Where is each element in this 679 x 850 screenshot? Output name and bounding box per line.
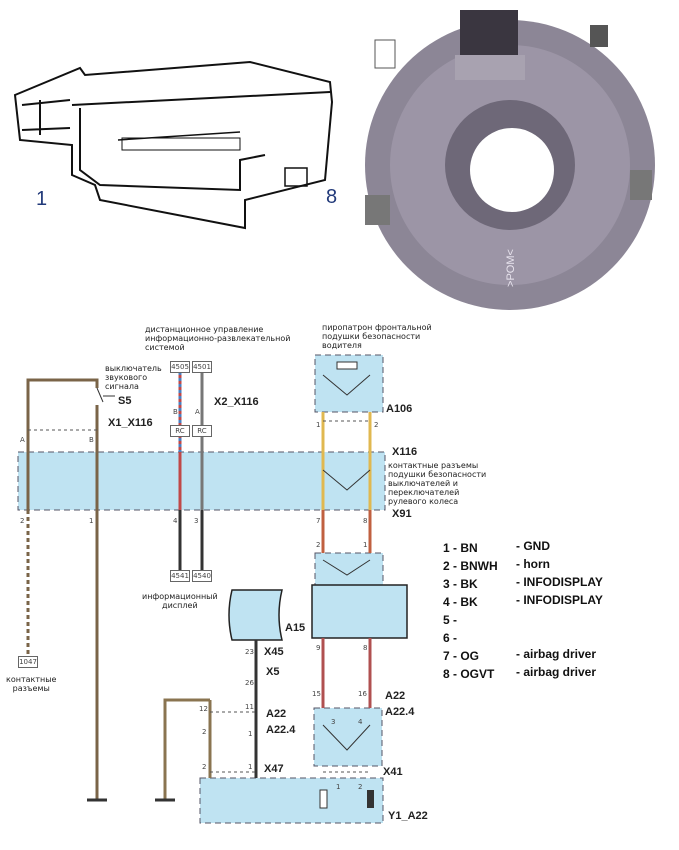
label-x45: X45: [264, 646, 284, 658]
legend-pin: 4 - BK: [443, 595, 478, 609]
pin-label: 12: [199, 705, 208, 713]
clockspring-caption: контактные разъемы подушки безопасности …: [388, 461, 487, 506]
pin-label: 2: [20, 517, 25, 525]
pin-label: 23: [245, 648, 254, 656]
box-4541: 4541: [170, 570, 190, 582]
legend-pin: 7 - OG: [443, 649, 480, 663]
squib-caption: пиропатрон фронтальной подушки безопасно…: [322, 323, 432, 350]
box-rc-1: RC: [170, 425, 190, 437]
pin-label: 4: [173, 517, 178, 525]
label-x47: X47: [264, 763, 284, 775]
pin-label: 2: [202, 728, 207, 736]
legend-desc: - GND: [516, 539, 550, 553]
clockspring-photo: [365, 10, 655, 310]
pin-label: 15: [312, 690, 321, 698]
pin-label: 4: [358, 718, 363, 726]
label-a22-4-right: A22.4: [385, 706, 415, 718]
label-a22: A22: [266, 708, 287, 720]
pin-label: 1: [336, 783, 341, 791]
box-4540: 4540: [192, 570, 212, 582]
legend-desc: - airbag driver: [516, 647, 597, 661]
pin-label: 2: [358, 783, 363, 791]
info-display-caption: информационный дисплей: [142, 592, 218, 610]
pin-label: 26: [245, 679, 254, 687]
box-4505: 4505: [170, 361, 190, 373]
legend-pin: 6 -: [443, 631, 458, 645]
pin-label: 3: [194, 517, 199, 525]
pin-label: A: [195, 408, 200, 416]
label-x1-x116: X1_X116: [108, 417, 153, 429]
pin-label: B: [89, 436, 94, 444]
legend-pin: 2 - BNWH: [443, 559, 498, 573]
legend-pin: 1 - BN: [443, 541, 478, 555]
pin-label: 1: [363, 541, 368, 549]
legend-pin: 8 - OGVT: [443, 667, 495, 681]
photo-marking: >POM<: [504, 249, 517, 287]
pin-label: 11: [245, 703, 254, 711]
pin-label: A: [20, 436, 25, 444]
label-s5: S5: [118, 395, 132, 407]
pin-label: 1: [89, 517, 94, 525]
label-x41: X41: [383, 766, 403, 778]
connector-drawing: [13, 60, 334, 230]
label-x116: X116: [392, 446, 418, 458]
label-a106: A106: [386, 403, 413, 415]
pin-label: 1: [248, 730, 253, 738]
contacts-caption: контактные разъемы: [6, 675, 57, 693]
pin-label: 8: [363, 517, 368, 525]
pin-label: 8: [363, 644, 368, 652]
box-rc-2: RC: [192, 425, 212, 437]
box-4501: 4501: [192, 361, 212, 373]
legend-desc: - INFODISPLAY: [516, 575, 603, 589]
pin-label: B: [173, 408, 178, 416]
legend-desc: - INFODISPLAY: [516, 593, 603, 607]
pin-label: 1: [316, 421, 321, 429]
label-a22-right: A22: [385, 690, 406, 702]
pin-label: 2: [374, 421, 379, 429]
label-x91: X91: [392, 508, 412, 520]
pin-label: 1: [248, 763, 253, 771]
pin-label: 2: [202, 763, 207, 771]
label-a15: A15: [285, 622, 306, 634]
horn-switch-caption: выключатель звукового сигнала: [105, 364, 162, 391]
legend-desc: - airbag driver: [516, 665, 597, 679]
legend-pin: 5 -: [443, 613, 458, 627]
label-a22-4: A22.4: [266, 724, 296, 736]
label-x2-x116: X2_X116: [214, 396, 259, 408]
legend-desc: - horn: [516, 557, 550, 571]
pin-8-callout: 8: [326, 186, 338, 208]
legend-pin: 3 - BK: [443, 577, 478, 591]
pin-label: 9: [316, 644, 321, 652]
pin-label: 16: [358, 690, 367, 698]
label-x5: X5: [266, 666, 280, 678]
pin-label: 2: [316, 541, 321, 549]
pin-label: 7: [316, 517, 321, 525]
box-1047: 1047: [18, 656, 38, 668]
label-y1-a22: Y1_A22: [388, 810, 428, 822]
pin-label: 3: [331, 718, 336, 726]
remote-control-caption: дистанционное управление информационно-р…: [145, 325, 291, 352]
pin-1-callout: 1: [36, 188, 48, 210]
